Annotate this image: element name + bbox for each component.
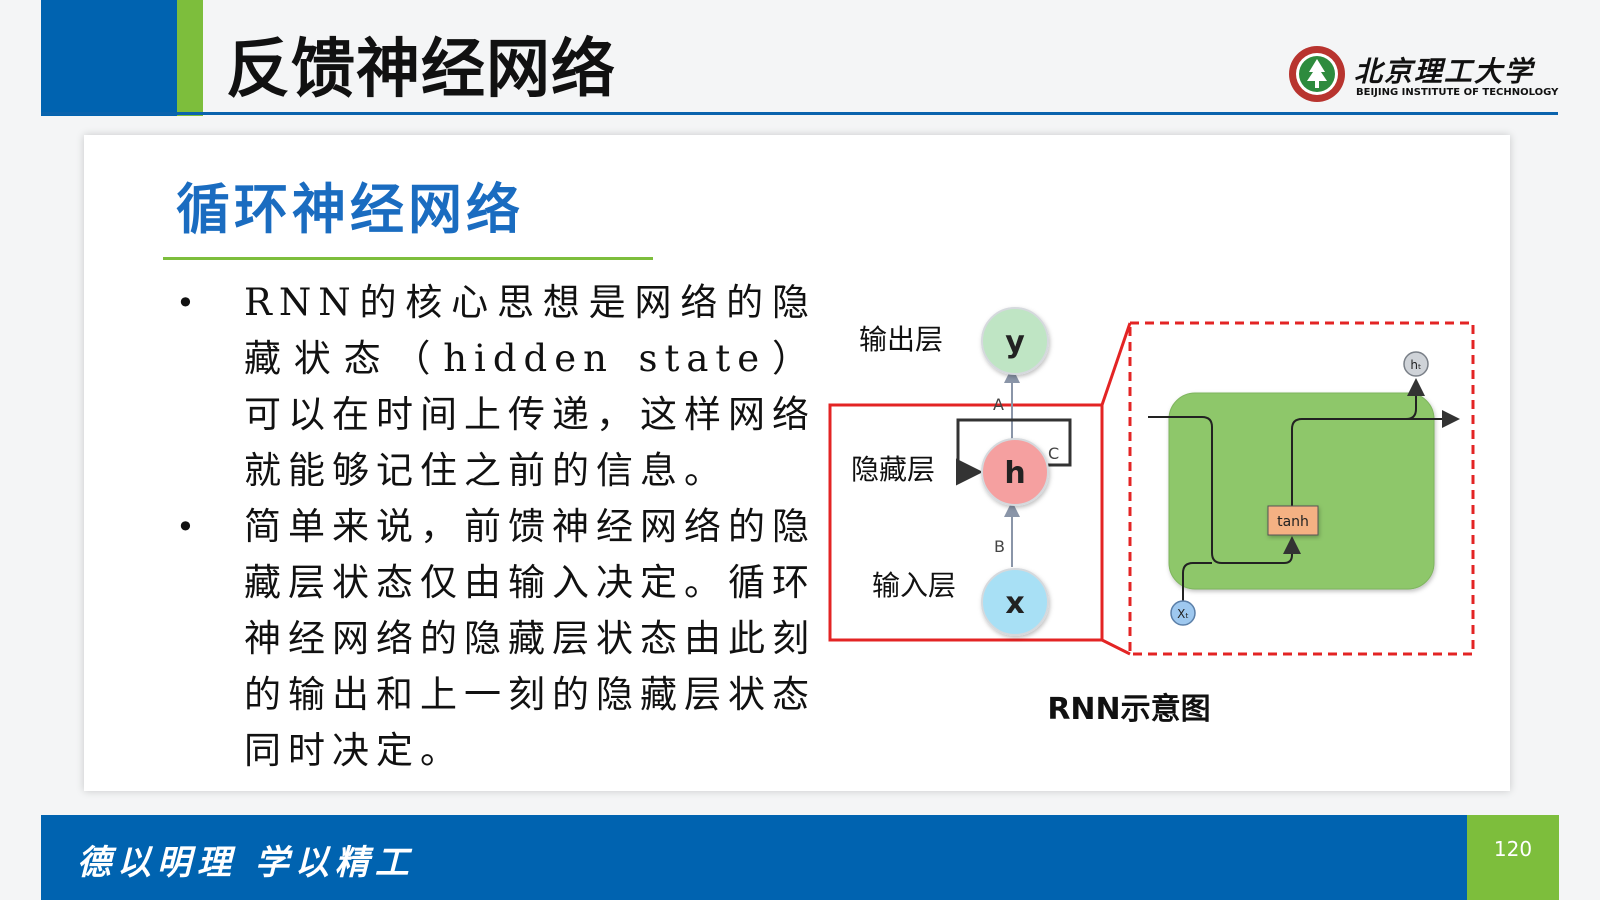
zoom-connector-top (1100, 322, 1132, 406)
university-logo-icon (1289, 46, 1345, 102)
bullet-text: 简单来说，前馈神经网络的隐藏层状态仅由输入决定。循环神经网络的隐藏层状态由此刻的… (244, 505, 816, 772)
bullet-dot-icon: • (176, 284, 202, 322)
diagram-caption: RNN示意图 (1047, 692, 1210, 727)
node-y-label: y (1005, 325, 1025, 360)
bullet-text: RNN的核心思想是网络的隐藏状态（hidden state）可以在时间上传递，这… (244, 281, 816, 492)
bullet-item: • RNN的核心思想是网络的隐藏状态（hidden state）可以在时间上传递，… (176, 275, 816, 499)
page-number-block: 120 (1467, 815, 1559, 900)
bullet-dot-icon: • (176, 508, 202, 546)
content-card: 循环神经网络 • RNN的核心思想是网络的隐藏状态（hidden state）可以… (84, 135, 1510, 791)
node-x: x (981, 568, 1049, 636)
university-name-cn: 北京理工大学 (1354, 55, 1535, 88)
rnn-diagram: 输出层 隐藏层 输入层 A B C y h x (828, 307, 1475, 727)
header-blue-block (41, 0, 177, 116)
ht-node: hₜ (1403, 351, 1429, 377)
cell-output-line (1291, 410, 1460, 507)
recurrent-loop (956, 418, 1072, 486)
section-title: 循环神经网络 (176, 178, 524, 241)
bullet-item: • 简单来说，前馈神经网络的隐藏层状态仅由输入决定。循环神经网络的隐藏层状态由此刻… (176, 499, 816, 779)
node-h: h (981, 438, 1049, 506)
cell-hidden-line (1148, 416, 1301, 564)
zoom-connector-bottom (1101, 638, 1131, 656)
node-x-label: x (1005, 586, 1024, 621)
edge-label-a: A (993, 395, 1004, 414)
input-layer-label: 输入层 (872, 569, 956, 602)
rnn-cell (1168, 392, 1435, 590)
cell-ht-line (1405, 378, 1425, 420)
xt-label: Xₜ (1177, 607, 1189, 621)
xt-node: Xₜ (1170, 600, 1196, 626)
hidden-highlight-box (828, 403, 1104, 642)
edge-label-b: B (994, 537, 1005, 556)
cell-zoom-box (1128, 321, 1475, 656)
header-divider (41, 112, 1558, 115)
ht-label: hₜ (1410, 358, 1421, 372)
bullet-list: • RNN的核心思想是网络的隐藏状态（hidden state）可以在时间上传递，… (176, 275, 816, 779)
cell-input-line (1182, 562, 1212, 611)
hidden-layer-label: 隐藏层 (851, 453, 935, 486)
tanh-block: tanh (1267, 505, 1319, 536)
tanh-label: tanh (1277, 514, 1309, 530)
university-name-en: BEIJING INSTITUTE OF TECHNOLOGY (1356, 87, 1559, 98)
header-green-stripe (177, 0, 203, 116)
page-number: 120 (1493, 837, 1533, 861)
section-title-underline (163, 257, 653, 260)
footer-bar: 德以明理 学以精工 (41, 815, 1467, 900)
node-y: y (981, 307, 1049, 375)
page-title: 反馈神经网络 (226, 33, 616, 107)
footer-motto: 德以明理 学以精工 (77, 843, 415, 883)
node-h-label: h (1004, 456, 1025, 491)
output-layer-label: 输出层 (859, 323, 943, 356)
edge-label-c: C (1048, 444, 1059, 463)
